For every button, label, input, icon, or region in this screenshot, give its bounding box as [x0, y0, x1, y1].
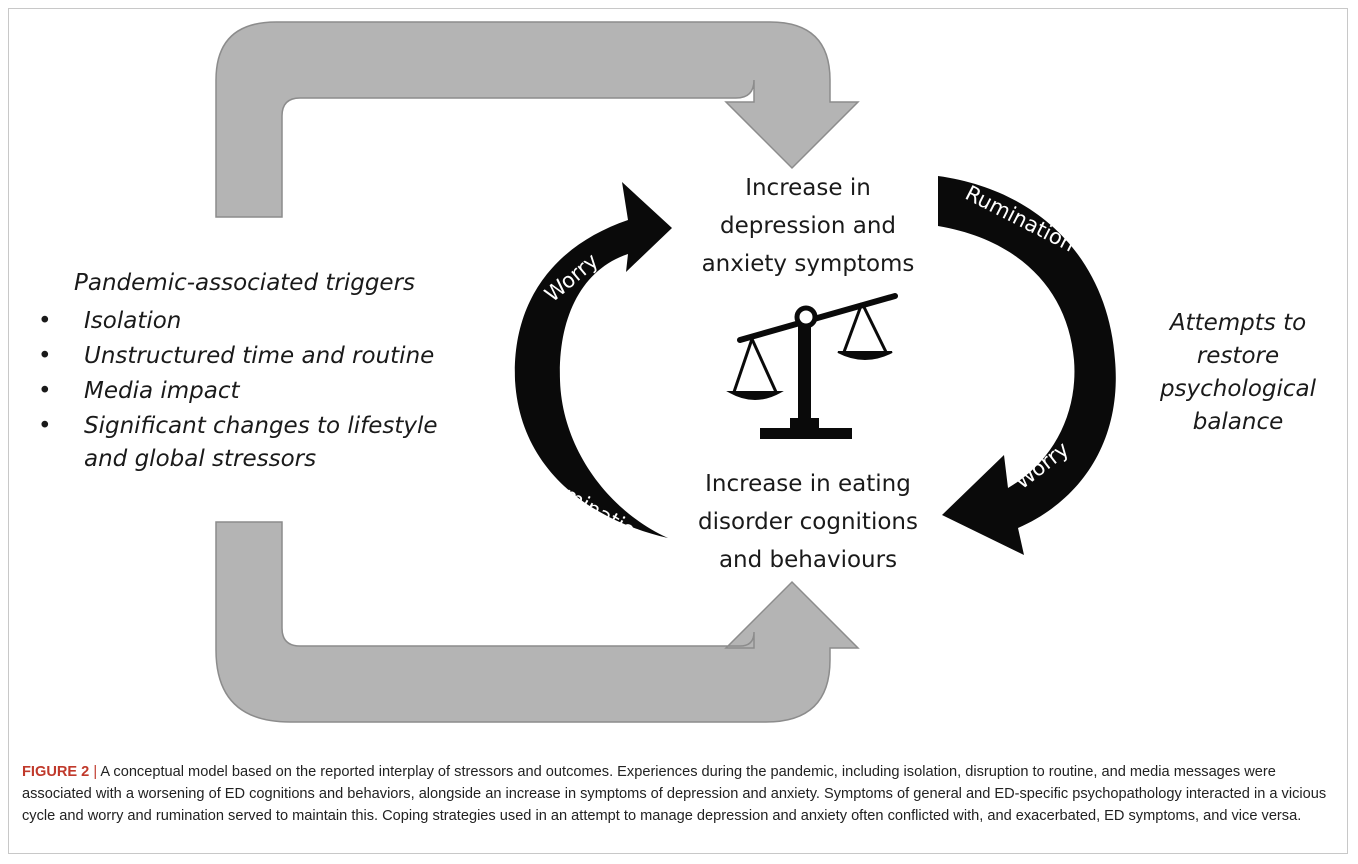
- trigger-bullet: •: [38, 378, 52, 404]
- caption-separator: |: [93, 764, 98, 780]
- top-node-line: Increase in: [745, 175, 871, 201]
- trigger-item: Unstructured time and routine: [84, 343, 434, 369]
- top-gray-arrow: [215, 21, 860, 218]
- caption-label: FIGURE 2: [22, 764, 90, 780]
- diagram: Worry Rumination Rumination Worry Increa…: [38, 21, 1317, 723]
- triggers-title: Pandemic-associated triggers: [74, 270, 415, 296]
- balance-scale-icon: [726, 293, 898, 439]
- bottom-node: Increase in eating disorder cognitions a…: [698, 471, 918, 573]
- bottom-node-line: disorder cognitions: [698, 509, 918, 535]
- bottom-gray-arrow: [215, 521, 860, 723]
- attempts-line: balance: [1193, 409, 1284, 435]
- triggers-list: Pandemic-associated triggers • Isolation…: [38, 270, 438, 472]
- top-node-line: depression and: [720, 213, 896, 239]
- trigger-bullet: •: [38, 308, 52, 334]
- trigger-item-continued: and global stressors: [84, 446, 316, 472]
- top-node: Increase in depression and anxiety sympt…: [702, 175, 915, 277]
- bottom-node-line: Increase in eating: [705, 471, 911, 497]
- attempts-line: restore: [1197, 343, 1279, 369]
- trigger-item: Isolation: [84, 308, 181, 334]
- top-node-line: anxiety symptoms: [702, 251, 915, 277]
- trigger-bullet: •: [38, 413, 52, 439]
- right-cycle-arrow: [938, 176, 1116, 555]
- attempts-text: Attempts to restore psychological balanc…: [1159, 310, 1317, 435]
- attempts-line: psychological: [1159, 376, 1317, 402]
- trigger-item: Significant changes to lifestyle: [84, 413, 438, 439]
- bottom-node-line: and behaviours: [719, 547, 897, 573]
- trigger-bullet: •: [38, 343, 52, 369]
- attempts-line: Attempts to: [1168, 310, 1306, 336]
- trigger-item: Media impact: [84, 378, 241, 404]
- figure-caption: FIGURE 2 | A conceptual model based on t…: [22, 762, 1336, 827]
- caption-text: A conceptual model based on the reported…: [22, 764, 1327, 824]
- left-cycle-arrow: [514, 182, 672, 538]
